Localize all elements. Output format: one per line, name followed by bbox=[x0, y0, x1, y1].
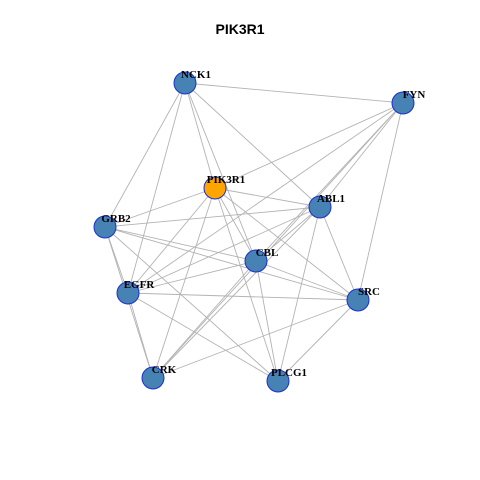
edge-src-crk bbox=[152, 299, 359, 379]
edge-abl1-src bbox=[319, 206, 359, 301]
edge-fyn-abl1 bbox=[319, 102, 404, 208]
edge-nck1-grb2 bbox=[104, 82, 186, 228]
edge-nck1-pik3r1 bbox=[184, 82, 216, 189]
node-label: FYN bbox=[403, 89, 426, 101]
edge-abl1-plcg1 bbox=[277, 206, 321, 382]
node-cbl[interactable]: CBL bbox=[244, 247, 279, 273]
node-circle[interactable] bbox=[141, 366, 165, 390]
edge-pik3r1-egfr bbox=[127, 187, 216, 294]
edge-pik3r1-grb2 bbox=[104, 187, 216, 228]
edge-egfr-crk bbox=[127, 292, 154, 379]
node-label: NCK1 bbox=[181, 69, 211, 81]
edge-abl1-egfr bbox=[127, 206, 321, 294]
node-label: PLCG1 bbox=[271, 367, 307, 379]
node-label: SRC bbox=[358, 286, 380, 298]
edge-cbl-src bbox=[255, 260, 359, 301]
node-label: ABL1 bbox=[317, 193, 345, 205]
edge-abl1-cbl bbox=[255, 206, 321, 262]
edge-abl1-crk bbox=[152, 206, 321, 379]
edge-cbl-plcg1 bbox=[255, 260, 279, 382]
node-circle[interactable] bbox=[266, 369, 290, 393]
edge-pik3r1-abl1 bbox=[214, 187, 321, 208]
edge-grb2-cbl bbox=[104, 226, 257, 262]
edge-fyn-crk bbox=[152, 102, 404, 379]
edge-egfr-plcg1 bbox=[127, 292, 279, 382]
node-src[interactable]: SRC bbox=[346, 286, 380, 312]
node-label: PIK3R1 bbox=[207, 174, 246, 186]
node-circle[interactable] bbox=[116, 281, 140, 305]
edge-grb2-plcg1 bbox=[104, 226, 279, 382]
edge-fyn-egfr bbox=[127, 102, 404, 294]
edge-pik3r1-src bbox=[214, 187, 359, 301]
edge-nck1-fyn bbox=[184, 82, 404, 104]
node-circle[interactable] bbox=[173, 71, 197, 95]
edge-cbl-egfr bbox=[127, 260, 257, 294]
graph-title: PIK3R1 bbox=[215, 21, 265, 37]
edge-grb2-src bbox=[104, 226, 359, 301]
node-circle[interactable] bbox=[346, 288, 370, 312]
node-pik3r1[interactable]: PIK3R1 bbox=[203, 174, 246, 200]
node-label: CRK bbox=[152, 364, 177, 376]
node-label: EGFR bbox=[124, 279, 156, 291]
node-grb2[interactable]: GRB2 bbox=[93, 213, 131, 239]
node-label: GRB2 bbox=[101, 213, 131, 225]
node-label: CBL bbox=[256, 247, 279, 259]
node-crk[interactable]: CRK bbox=[141, 364, 177, 390]
edge-nck1-egfr bbox=[127, 82, 186, 294]
edge-pik3r1-cbl bbox=[214, 187, 257, 262]
edge-layer bbox=[104, 82, 404, 382]
node-circle[interactable] bbox=[391, 91, 415, 115]
edge-pik3r1-crk bbox=[152, 187, 216, 379]
node-nck1[interactable]: NCK1 bbox=[173, 69, 211, 95]
edge-pik3r1-plcg1 bbox=[214, 187, 279, 382]
edge-nck1-cbl bbox=[184, 82, 257, 262]
node-fyn[interactable]: FYN bbox=[391, 89, 426, 115]
node-egfr[interactable]: EGFR bbox=[116, 279, 156, 305]
node-abl1[interactable]: ABL1 bbox=[308, 193, 345, 219]
node-circle[interactable] bbox=[93, 215, 117, 239]
edge-abl1-grb2 bbox=[104, 206, 321, 228]
edge-cbl-crk bbox=[152, 260, 257, 379]
node-circle[interactable] bbox=[244, 249, 268, 273]
edge-fyn-src bbox=[357, 102, 404, 301]
node-circle[interactable] bbox=[308, 195, 332, 219]
edge-nck1-abl1 bbox=[184, 82, 321, 208]
node-plcg1[interactable]: PLCG1 bbox=[266, 367, 307, 393]
edge-fyn-pik3r1 bbox=[214, 102, 404, 189]
edge-src-plcg1 bbox=[277, 299, 359, 382]
node-circle[interactable] bbox=[203, 176, 227, 200]
edge-egfr-src bbox=[127, 292, 359, 301]
